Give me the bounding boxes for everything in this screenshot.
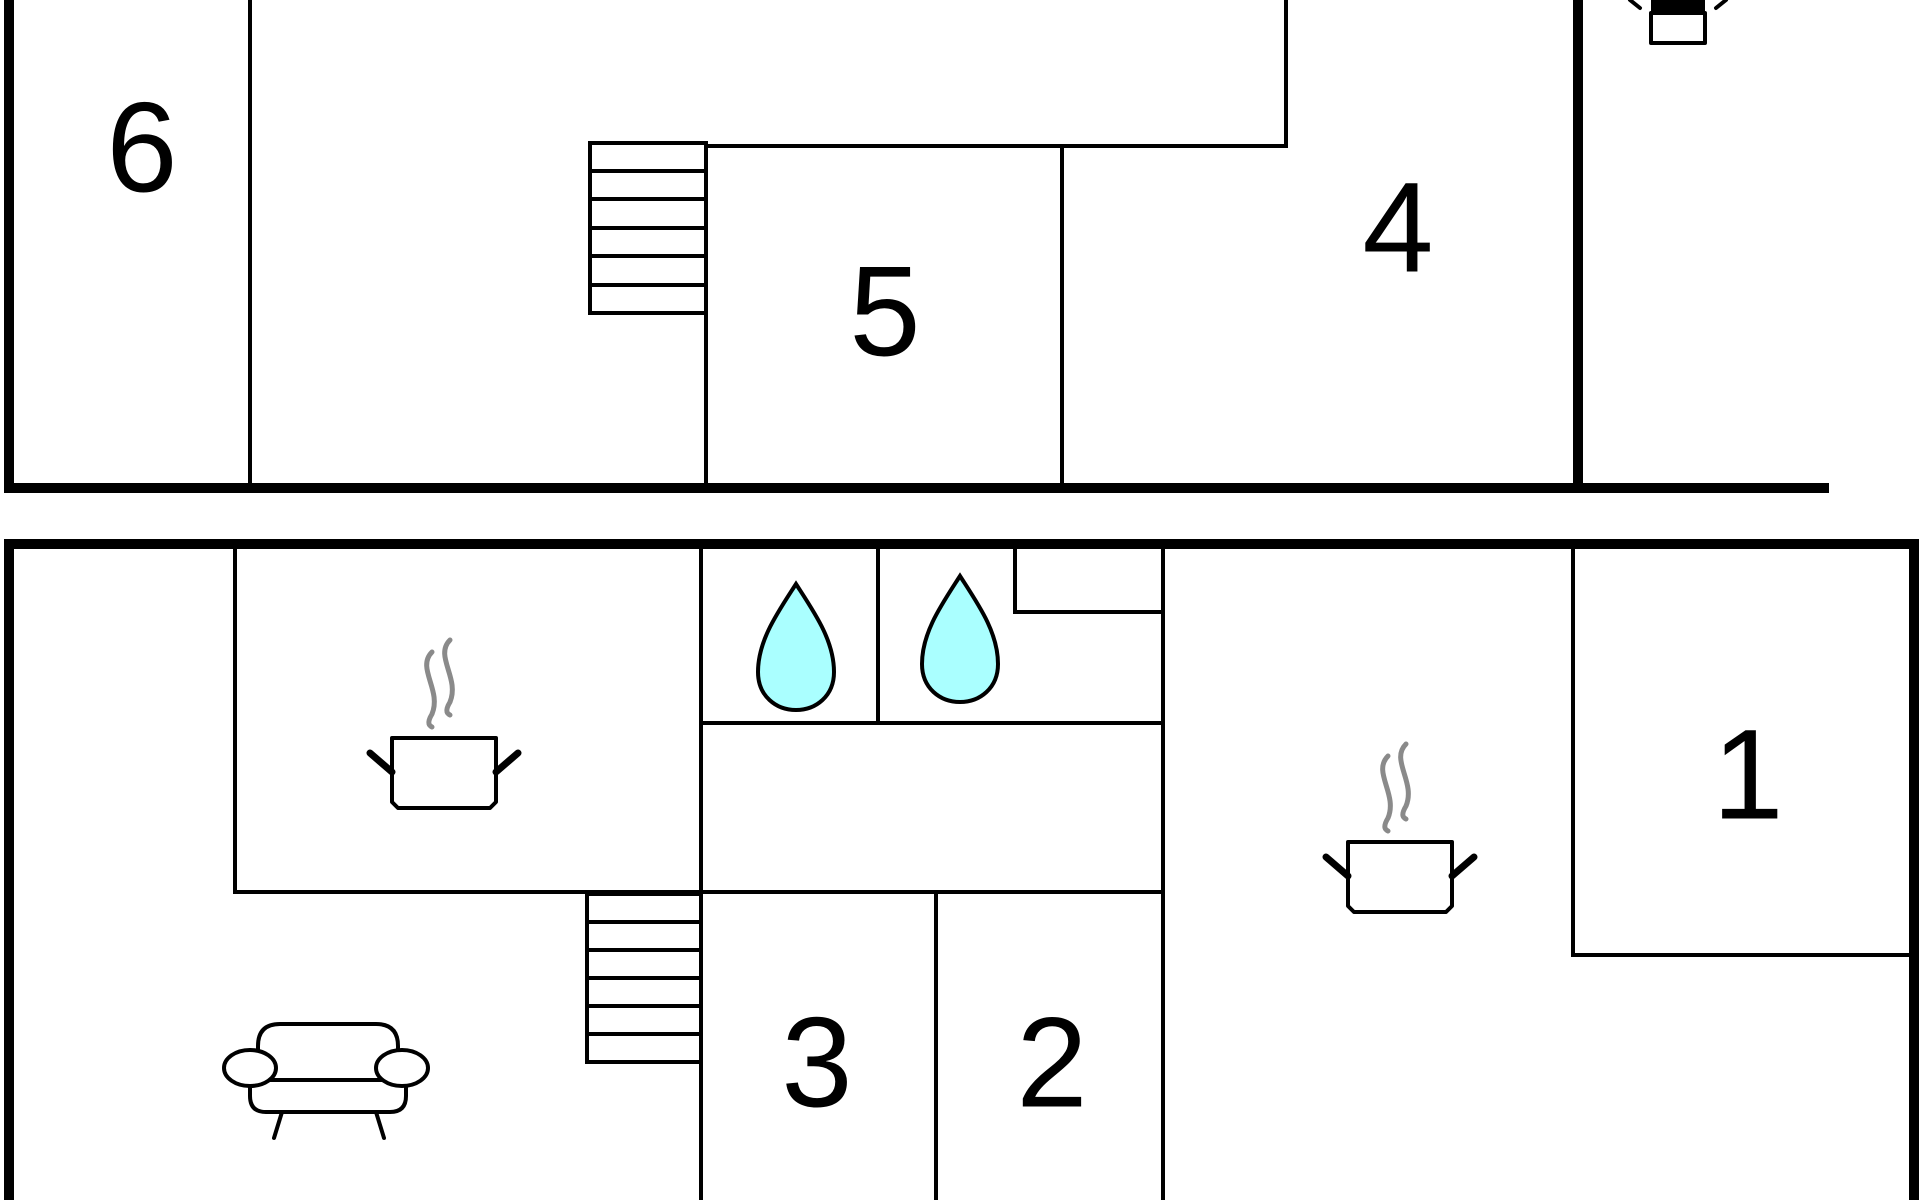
room-label-1: 1 xyxy=(1712,704,1783,847)
room-label-6: 6 xyxy=(106,77,177,220)
cooking-pot-icon xyxy=(366,637,522,810)
room-label-4: 4 xyxy=(1362,157,1433,300)
room-label-5: 5 xyxy=(849,241,920,384)
stairs-icon xyxy=(588,141,708,315)
lower-floor: 3 2 1 xyxy=(4,539,1919,1200)
sofa-icon xyxy=(222,1022,430,1140)
cooking-pot-icon xyxy=(1322,741,1478,914)
water-drop-icon xyxy=(755,580,837,713)
upper-floor: 6 5 4 xyxy=(4,0,1829,493)
room-label-2: 2 xyxy=(1016,992,1087,1135)
stove-icon xyxy=(1628,0,1728,45)
water-drop-icon xyxy=(919,572,1001,705)
room-label-3: 3 xyxy=(781,992,852,1135)
stairs-icon xyxy=(585,892,703,1064)
